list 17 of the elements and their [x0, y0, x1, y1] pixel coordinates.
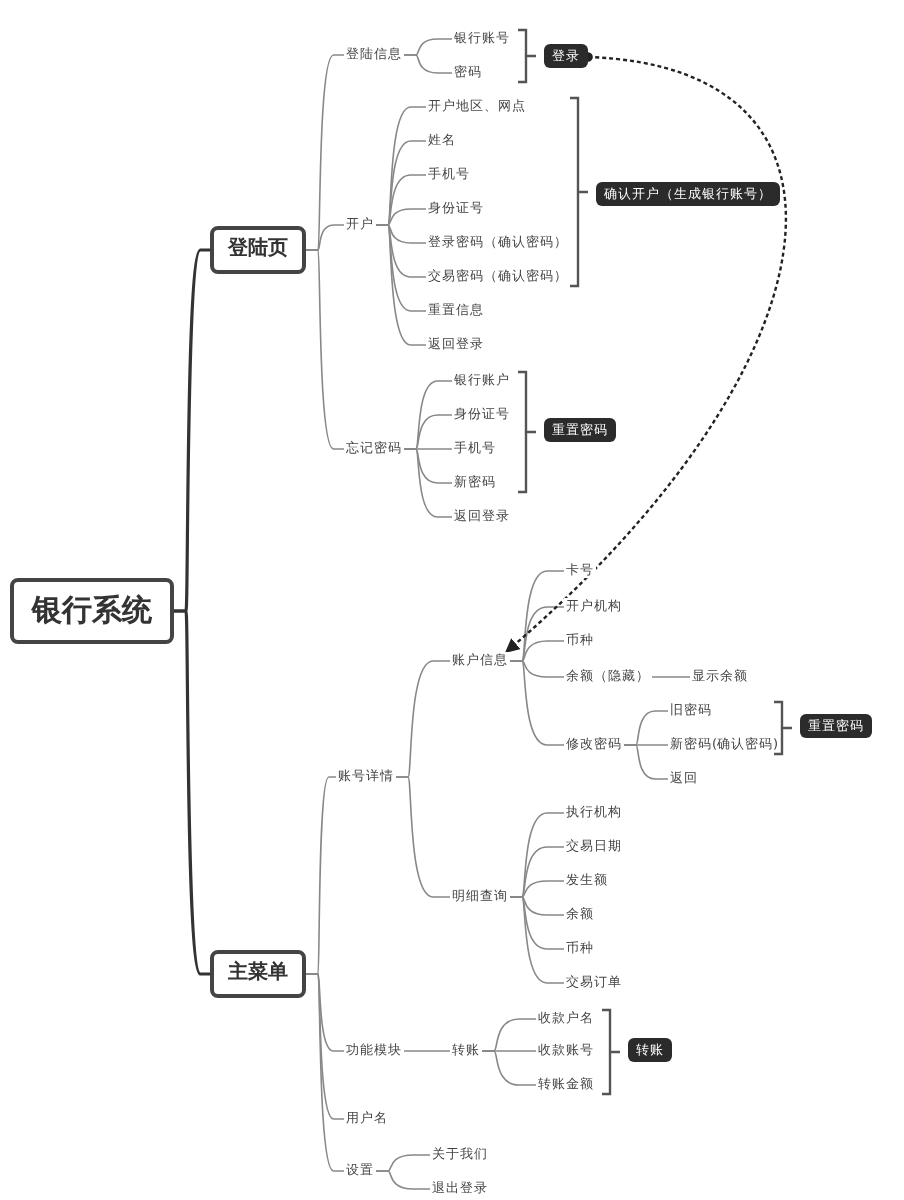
branch-line	[375, 1170, 431, 1190]
branch-line	[403, 1050, 451, 1052]
topic-box: 登陆页	[210, 226, 306, 274]
branch-line	[623, 744, 669, 780]
topic-box: 主菜单	[210, 950, 306, 998]
branch-line	[305, 249, 345, 450]
branch-line	[395, 776, 451, 898]
branch-line	[403, 448, 453, 518]
branch-line	[481, 1050, 537, 1086]
branch-line	[375, 224, 427, 346]
central-topic-box: 银行系统	[10, 577, 174, 643]
branch-line	[651, 676, 691, 678]
branch-line	[509, 896, 565, 984]
branch-line	[509, 660, 565, 746]
branch-line	[403, 54, 453, 74]
branch-line	[305, 973, 345, 1172]
dashed-arrow	[504, 52, 786, 653]
